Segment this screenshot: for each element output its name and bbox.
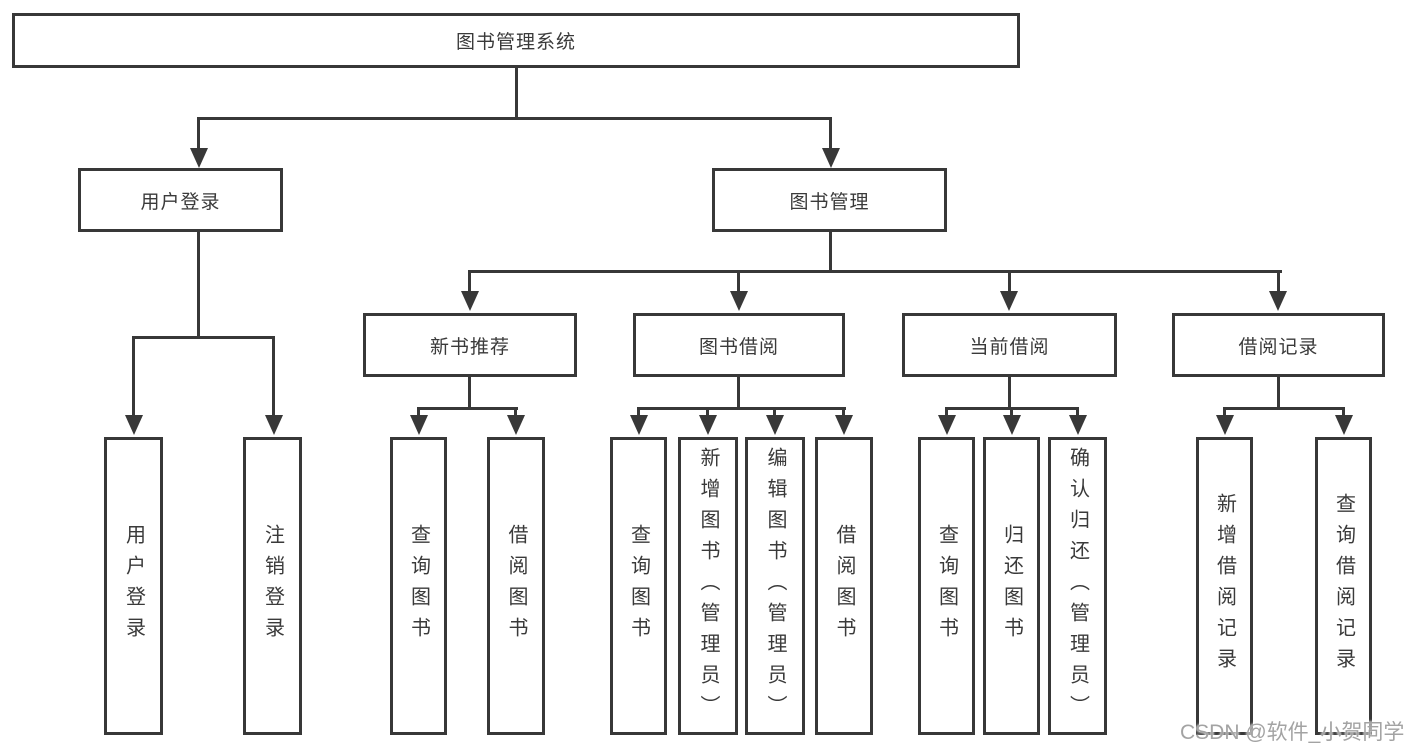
connector-borrowing-stem (737, 377, 740, 407)
arrowhead-c4 (835, 415, 853, 435)
leaf-user-login-label: 用户登录 (122, 524, 145, 648)
node-book-borrowing-label: 图书借阅 (698, 336, 779, 358)
leaf-records-query: 查询借阅记录 (1315, 437, 1372, 735)
connector-newbook-stem (468, 377, 471, 407)
connector-book-mgmt-stem (829, 232, 832, 270)
leaf-borrowing-query-label: 查询图书 (627, 524, 650, 648)
leaf-current-query: 查询图书 (918, 437, 975, 735)
leaf-logout-label: 注销登录 (261, 524, 284, 648)
connector-drop-d1 (945, 407, 948, 417)
leaf-current-query-label: 查询图书 (935, 524, 958, 648)
leaf-borrowing-add-admin: 新增图书（管理员） (678, 437, 738, 735)
connector-newbook-rail (417, 407, 518, 410)
node-book-borrowing: 图书借阅 (633, 313, 845, 377)
arrowhead-book-mgmt (822, 148, 840, 168)
arrowhead-e1 (1216, 415, 1234, 435)
connector-drop-new-books (468, 270, 471, 293)
arrowhead-e2 (1335, 415, 1353, 435)
node-new-book-recommend: 新书推荐 (363, 313, 577, 377)
leaf-records-add-label: 新增借阅记录 (1213, 493, 1236, 679)
connector-user-login-stem (197, 232, 200, 336)
node-borrow-records-label: 借阅记录 (1238, 336, 1319, 358)
arrowhead-new-books (461, 291, 479, 311)
connector-drop-c1 (637, 407, 640, 417)
arrowhead-b1 (410, 415, 428, 435)
connector-level2-rail (468, 270, 1282, 273)
leaf-records-query-label: 查询借阅记录 (1332, 493, 1355, 679)
leaf-newbook-query: 查询图书 (390, 437, 447, 735)
connector-drop-user-login (197, 117, 200, 150)
connector-records-stem (1277, 377, 1280, 407)
node-root: 图书管理系统 (12, 13, 1020, 68)
leaf-borrowing-query: 查询图书 (610, 437, 667, 735)
connector-drop-d3 (1076, 407, 1079, 417)
connector-user-login-rail (132, 336, 275, 339)
connector-drop-c3 (773, 407, 776, 417)
leaf-current-return: 归还图书 (983, 437, 1040, 735)
leaf-records-add: 新增借阅记录 (1196, 437, 1253, 735)
arrowhead-current (1000, 291, 1018, 311)
node-book-management-label: 图书管理 (789, 191, 870, 213)
connector-drop-c2 (706, 407, 709, 417)
leaf-newbook-query-label: 查询图书 (407, 524, 430, 648)
node-root-label: 图书管理系统 (455, 32, 576, 53)
node-current-borrowing-label: 当前借阅 (969, 336, 1050, 358)
arrowhead-logout-leaf (265, 415, 283, 435)
arrowhead-b2 (507, 415, 525, 435)
connector-drop-borrowing (737, 270, 740, 293)
leaf-borrowing-edit-admin: 编辑图书（管理员） (745, 437, 805, 735)
arrowhead-user-login (190, 148, 208, 168)
leaf-newbook-borrow: 借阅图书 (487, 437, 545, 735)
node-current-borrowing: 当前借阅 (902, 313, 1117, 377)
connector-drop-current (1008, 270, 1011, 293)
leaf-borrowing-borrow: 借阅图书 (815, 437, 873, 735)
connector-drop-book-mgmt (829, 117, 832, 150)
connector-drop-b1 (417, 407, 420, 417)
node-borrow-records: 借阅记录 (1172, 313, 1385, 377)
node-user-login: 用户登录 (78, 168, 283, 232)
arrowhead-d1 (938, 415, 956, 435)
connector-drop-d2 (1010, 407, 1013, 417)
connector-drop-logout-leaf (272, 336, 275, 415)
connector-borrowing-rail (637, 407, 846, 410)
leaf-current-confirm-admin-label: 确认归还（管理员） (1066, 446, 1089, 726)
arrowhead-c2 (699, 415, 717, 435)
arrowhead-login-leaf (125, 415, 143, 435)
arrowhead-d3 (1069, 415, 1087, 435)
connector-records-rail (1223, 407, 1345, 410)
arrowhead-borrowing (730, 291, 748, 311)
arrowhead-c1 (630, 415, 648, 435)
connector-drop-e2 (1342, 407, 1345, 417)
leaf-current-confirm-admin: 确认归还（管理员） (1048, 437, 1107, 735)
node-new-book-recommend-label: 新书推荐 (429, 336, 510, 358)
leaf-borrowing-borrow-label: 借阅图书 (833, 524, 855, 648)
connector-drop-b2 (514, 407, 517, 417)
arrowhead-records (1269, 291, 1287, 311)
leaf-current-return-label: 归还图书 (1000, 524, 1023, 648)
connector-drop-e1 (1223, 407, 1226, 417)
csdn-watermark: CSDN @软件_小贺同学 (1180, 721, 1405, 744)
arrowhead-c3 (766, 415, 784, 435)
leaf-borrowing-add-admin-label: 新增图书（管理员） (697, 446, 719, 726)
arrowhead-d2 (1003, 415, 1021, 435)
connector-drop-records (1277, 270, 1280, 293)
leaf-user-login: 用户登录 (104, 437, 163, 735)
leaf-borrowing-edit-admin-label: 编辑图书（管理员） (764, 446, 786, 726)
leaf-newbook-borrow-label: 借阅图书 (505, 524, 527, 648)
connector-drop-c4 (842, 407, 845, 417)
leaf-logout: 注销登录 (243, 437, 302, 735)
connector-current-stem (1008, 377, 1011, 407)
connector-level1-rail (197, 117, 832, 120)
node-user-login-label: 用户登录 (140, 191, 221, 213)
connector-drop-login-leaf (132, 336, 135, 415)
connector-root-stem (515, 68, 518, 117)
node-book-management: 图书管理 (712, 168, 947, 232)
